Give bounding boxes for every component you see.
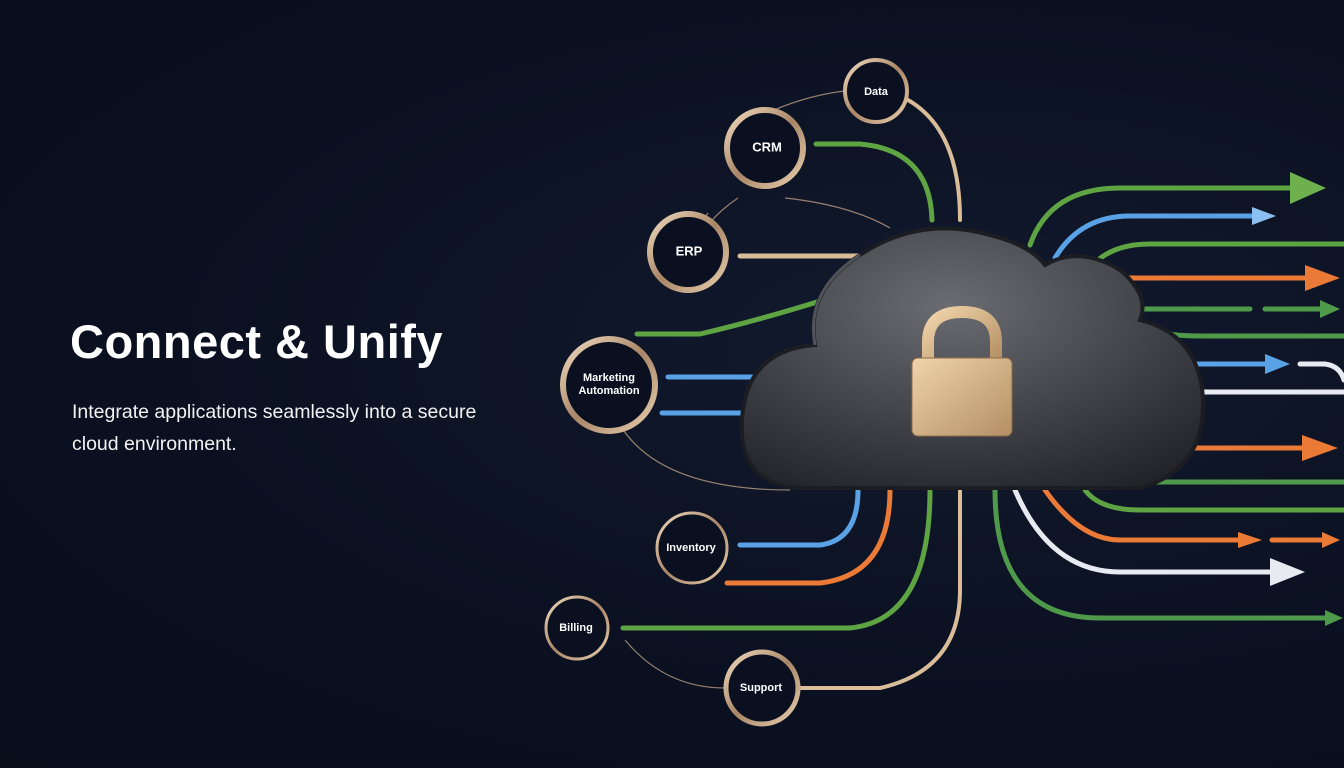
- node-support: Support: [723, 649, 801, 727]
- node-marketing-automation: Marketing Automation: [560, 336, 658, 434]
- arrow-icon: [1325, 610, 1343, 626]
- node-label: Automation: [578, 385, 639, 397]
- arrow-icon: [1265, 354, 1290, 374]
- arrow-icon: [1305, 265, 1340, 291]
- arrow-icon: [1322, 532, 1340, 548]
- page-subtitle: Integrate applications seamlessly into a…: [72, 401, 477, 455]
- arrow-icon: [1252, 207, 1276, 225]
- page-title: Connect & Unify: [70, 315, 444, 368]
- node-label: Data: [864, 86, 889, 98]
- node-label: Inventory: [666, 542, 716, 554]
- node-label: CRM: [752, 139, 782, 154]
- node-label: Marketing: [583, 372, 635, 384]
- inbound-connections: [620, 98, 962, 690]
- node-data: Data: [843, 58, 909, 124]
- node-label: Billing: [559, 622, 593, 634]
- arrow-icon: [1320, 300, 1340, 318]
- node-inventory: Inventory: [655, 511, 729, 585]
- node-label: ERP: [676, 243, 703, 258]
- node-crm: CRM: [724, 107, 806, 189]
- node-label: Support: [740, 682, 782, 694]
- node-erp: ERP: [647, 211, 729, 293]
- node-billing: Billing: [544, 595, 610, 661]
- arrow-icon: [1270, 558, 1305, 586]
- lock-icon: [911, 305, 1013, 437]
- arrow-icon: [1302, 435, 1338, 461]
- arrow-icon: [1238, 532, 1262, 548]
- arrowheads: [1238, 172, 1343, 626]
- outbound-connections: [992, 185, 1344, 621]
- arrow-icon: [1290, 172, 1326, 204]
